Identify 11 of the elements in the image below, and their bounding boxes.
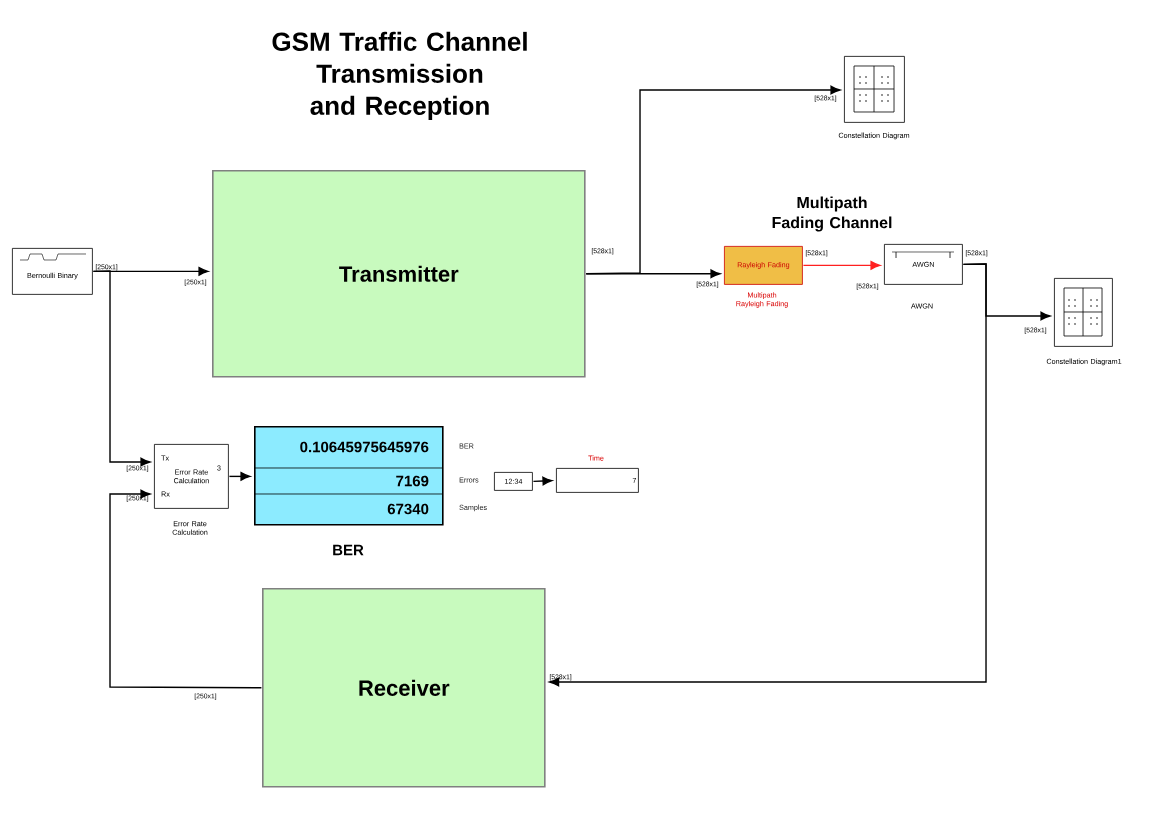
signal-line xyxy=(532,476,553,486)
signal-line xyxy=(92,270,151,467)
signal-line xyxy=(228,472,251,481)
subsystem-block: Receiver xyxy=(262,588,546,788)
title: GSM Traffic Channel Transmission and Reception xyxy=(272,31,527,121)
signal-line xyxy=(802,261,881,270)
signal-line xyxy=(549,263,987,687)
group-title: Multipath Fading Channel xyxy=(772,196,892,232)
signal-line xyxy=(109,489,263,689)
signal-line xyxy=(585,269,721,279)
subsystem-block: Transmitter xyxy=(212,170,586,378)
